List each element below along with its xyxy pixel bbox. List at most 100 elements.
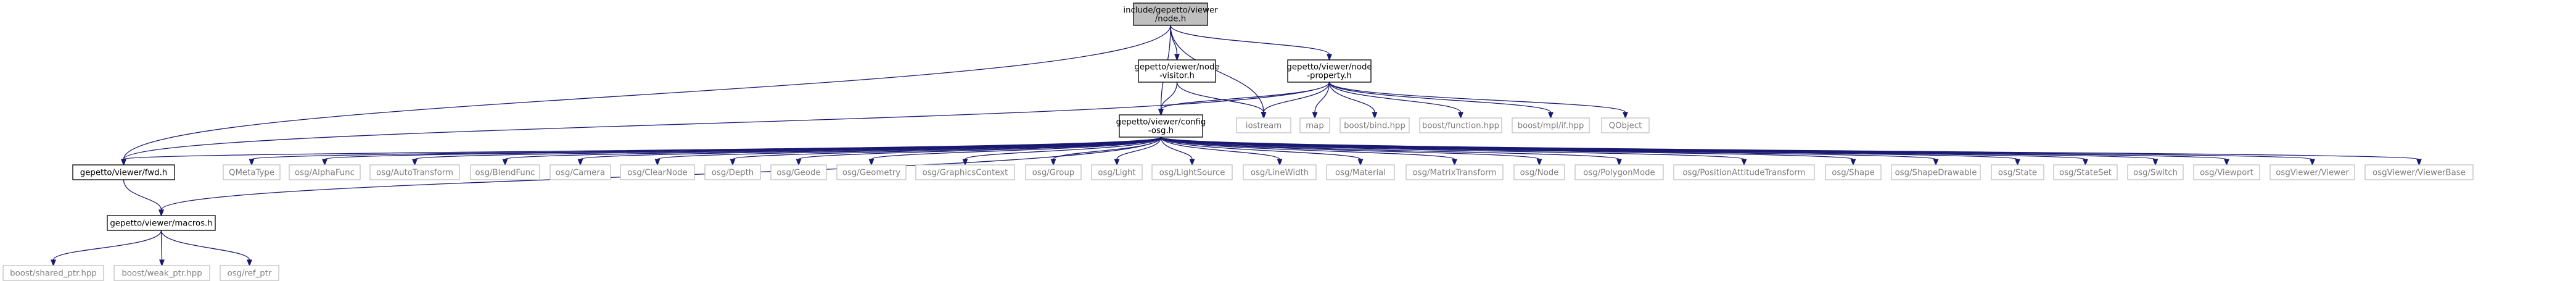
edge-line: [1328, 82, 1552, 113]
edge-config_osg-to-osg_geometry: [868, 136, 1162, 166]
edge-line: [1160, 136, 1620, 160]
edge-config_osg-to-osg_linewidth: [1160, 136, 1283, 166]
node-boost_weak_ptr: boost/weak_ptr.hpp: [113, 265, 210, 281]
node-boost_mpl_if: boost/mpl/if.hpp: [1512, 117, 1590, 133]
edge-macros-to-boost_shared_ptr: [51, 230, 162, 267]
node-label: include/gepetto/viewer: [1123, 6, 1218, 15]
edge-arrowhead: [796, 159, 802, 166]
node-box: [1025, 164, 1082, 180]
node-label: osg/Shape: [1832, 169, 1875, 178]
node-config_osg[interactable]: gepetto/viewer/config-osg.h: [1116, 114, 1206, 138]
edge-arrowhead: [1850, 159, 1856, 166]
node-label: osg/ShapeDrawable: [1895, 169, 1977, 178]
edge-arrowhead: [1623, 112, 1628, 119]
node-node_property[interactable]: gepetto/viewer/node-property.h: [1286, 59, 1372, 83]
edge-arrowhead: [1114, 159, 1120, 166]
node-qmetatype: QMetaType: [223, 164, 281, 180]
node-osg_graphicscontext: osg/GraphicsContext: [915, 164, 1015, 180]
node-osg_viewport: osg/Viewport: [2193, 164, 2260, 180]
node-qobject: QObject: [1601, 117, 1650, 133]
node-box: [836, 164, 907, 180]
edge-line: [1160, 82, 1178, 110]
edge-arrowhead: [1174, 54, 1180, 61]
node-box: [620, 164, 695, 180]
edge-line: [1160, 136, 1745, 160]
node-box: [1326, 164, 1395, 180]
node-osg_clearnode: osg/ClearNode: [620, 164, 695, 180]
node-osg_geometry: osg/Geometry: [836, 164, 907, 180]
node-osg_matrixtransform: osg/MatrixTransform: [1405, 164, 1504, 180]
edge-line: [1160, 136, 1540, 160]
node-label: osgViewer/ViewerBase: [2372, 169, 2466, 178]
node-node_h[interactable]: include/gepetto/viewer/node.h: [1123, 2, 1218, 26]
node-box: [470, 164, 540, 180]
node-box: [1513, 164, 1565, 180]
edge-line: [732, 136, 1162, 160]
node-label: osg/Group: [1032, 169, 1074, 178]
node-label: osg/ref_ptr: [228, 269, 272, 279]
edge-line: [580, 136, 1162, 160]
node-label: osg/PositionAttitudeTransform: [1682, 169, 1805, 178]
edge-arrowhead: [1933, 159, 1939, 166]
node-box: [549, 164, 611, 180]
edge-arrowhead: [2152, 159, 2158, 166]
node-box: [704, 164, 761, 180]
node-box: [2053, 164, 2118, 180]
node-label: osg/Light: [1098, 169, 1135, 178]
node-box: [1673, 164, 1815, 180]
edge-line: [1170, 25, 1330, 55]
node-box: [1891, 164, 1981, 180]
edge-node_property-to-boost_bind: [1328, 82, 1378, 119]
edge-node_property-to-iostream: [1261, 82, 1330, 119]
node-box: [1133, 2, 1208, 26]
node-boost_shared_ptr: boost/shared_ptr.hpp: [2, 265, 104, 281]
edge-arrowhead: [1458, 112, 1463, 119]
node-label: /node.h: [1155, 15, 1186, 24]
edge-arrowhead: [1261, 112, 1267, 119]
edge-line: [1160, 82, 1330, 110]
edge-config_osg-to-osg_camera: [577, 136, 1162, 166]
node-label: QMetaType: [229, 169, 274, 178]
node-label: osg/Depth: [712, 169, 754, 178]
node-box: [1119, 114, 1203, 138]
edge-arrowhead: [322, 159, 327, 166]
node-macros[interactable]: gepetto/viewer/macros.h: [107, 215, 216, 231]
node-boost_function: boost/function.hpp: [1419, 117, 1502, 133]
edge-config_osg-to-osg_lightsource: [1160, 136, 1195, 166]
edge-config_osg-to-osg_geode: [796, 136, 1162, 166]
edge-arrowhead: [868, 159, 874, 166]
node-box: [1138, 59, 1216, 83]
node-box: [1419, 117, 1502, 133]
edge-arrowhead: [1277, 159, 1283, 166]
edge-arrowhead: [577, 159, 583, 166]
node-osg_depth: osg/Depth: [704, 164, 761, 180]
edge-config_osg-to-osg_depth: [730, 136, 1162, 166]
node-label: boost/weak_ptr.hpp: [121, 269, 202, 279]
edge-line: [123, 25, 1171, 160]
node-box: [1825, 164, 1882, 180]
node-label: -property.h: [1307, 72, 1351, 81]
edge-line: [657, 136, 1162, 160]
node-osg_pat: osg/PositionAttitudeTransform: [1673, 164, 1815, 180]
edge-line: [871, 136, 1162, 160]
node-label: osg/Geometry: [842, 169, 900, 178]
node-box: [1601, 117, 1650, 133]
node-iostream: iostream: [1236, 117, 1291, 133]
edge-config_osg-to-osg_matrixtransform: [1160, 136, 1457, 166]
edge-arrowhead: [1536, 159, 1542, 166]
node-label: osg/Node: [1520, 169, 1559, 178]
node-label: osg/LightSource: [1159, 169, 1225, 178]
node-box: [1405, 164, 1504, 180]
node-box: [1287, 59, 1372, 83]
edge-arrowhead: [654, 159, 660, 166]
edge-arrowhead: [2083, 159, 2088, 166]
node-label: osg/LineWidth: [1251, 169, 1309, 178]
edge-arrowhead: [247, 259, 252, 267]
edge-line: [1116, 136, 1162, 160]
edge-config_osg-to-osg_polygonmode: [1160, 136, 1622, 166]
node-label: gepetto/viewer/node: [1134, 63, 1219, 72]
node-fwd[interactable]: gepetto/viewer/fwd.h: [72, 164, 175, 180]
node-node_visitor[interactable]: gepetto/viewer/node-visitor.h: [1134, 59, 1220, 83]
node-osg_ref_ptr: osg/ref_ptr: [220, 265, 279, 281]
